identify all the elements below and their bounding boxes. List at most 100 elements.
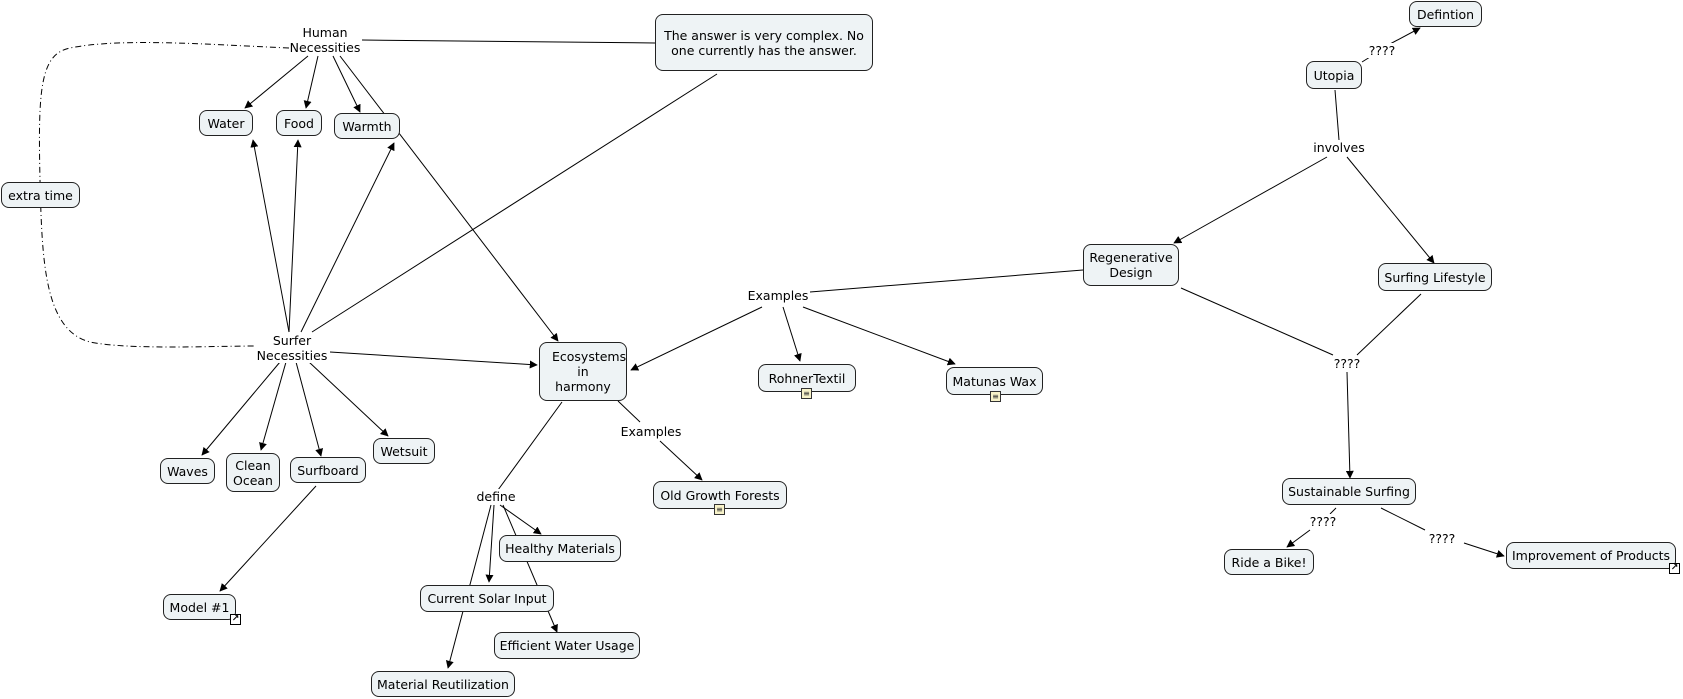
node-ride-bike-text: Ride a Bike! [1231,554,1307,570]
node-water[interactable]: Water [199,110,253,136]
node-utopia[interactable]: Utopia [1306,61,1362,89]
link-involves-regenerative [1173,156,1328,244]
node-efficient-water[interactable]: Efficient Water Usage [494,632,640,659]
link-examples-matunas [802,306,956,366]
link-regenerative-examples [809,269,1084,293]
link-define-efficient [502,504,558,633]
node-improvement-text: Improvement of Products [1511,548,1671,563]
node-sustainable-surfing[interactable]: Sustainable Surfing [1282,478,1416,505]
link-q-defintion [1389,27,1421,45]
model1-link-icon[interactable]: ↗ [230,614,241,625]
link-examples-oldgrowth [659,440,703,481]
node-utopia-text: Utopia [1313,67,1355,83]
link-sustainable-qbike [1329,507,1337,515]
node-sustainable-surfing-text: Sustainable Surfing [1288,484,1410,499]
node-defintion-text: Defintion [1416,6,1475,22]
link-human-ecosystems [339,55,559,342]
node-matunas-text: Matunas Wax [952,373,1037,389]
node-ride-bike[interactable]: Ride a Bike! [1224,549,1314,575]
node-warmth-text: Warmth [342,118,392,134]
question-improve-label[interactable]: ???? [1426,531,1458,546]
link-qbike-bike [1286,529,1311,548]
link-qimprove-improvement [1463,542,1505,558]
node-waves-text: Waves [167,463,208,479]
link-surfer-water [250,139,290,333]
link-examples-ecosystems [630,306,763,371]
link-human-answer [361,39,656,44]
question-mid-label[interactable]: ???? [1331,356,1363,371]
improvement-link-icon[interactable]: ↗ [1669,563,1680,574]
question-bike-label[interactable]: ???? [1307,514,1339,529]
link-define-solar [485,504,495,583]
node-old-growth-text: Old Growth Forests [660,487,780,503]
node-model1[interactable]: Model #1 [163,594,236,620]
human-necessities-label[interactable]: Human Necessities [289,25,361,55]
link-surfer-ecosystems [329,351,538,369]
node-food[interactable]: Food [276,110,322,136]
node-regenerative[interactable]: Regenerative Design [1083,244,1179,286]
link-surfer-answer [311,73,718,333]
node-surfing-lifestyle-text: Surfing Lifestyle [1384,269,1486,285]
link-lifestyle-q [1356,293,1422,356]
link-involves-lifestyle [1346,156,1435,264]
node-surfing-lifestyle[interactable]: Surfing Lifestyle [1378,263,1492,291]
link-surfer-clean-ocean [259,361,287,451]
node-wetsuit[interactable]: Wetsuit [373,438,435,464]
node-rohner[interactable]: RohnerTextil [758,364,856,392]
node-ecosystems[interactable]: Ecosystems in harmony [539,342,627,401]
node-waves[interactable]: Waves [160,458,215,484]
link-examples-rohner [782,306,802,362]
link-ecosystems-define [497,401,563,491]
node-wetsuit-text: Wetsuit [380,443,428,459]
node-ecosystems-text: Ecosystems in harmony [552,349,627,394]
node-regenerative-text: Regenerative Design [1089,250,1173,280]
examples-right-label[interactable]: Examples [747,288,809,303]
node-food-text: Food [284,115,314,131]
node-material-reutil[interactable]: Material Reutilization [371,671,515,697]
define-label[interactable]: define [475,489,517,504]
involves-label[interactable]: involves [1312,140,1366,155]
node-current-solar[interactable]: Current Solar Input [420,585,554,612]
node-surfboard-text: Surfboard [297,462,359,478]
link-surfer-waves [201,361,281,456]
node-healthy-materials[interactable]: Healthy Materials [499,535,621,562]
node-healthy-materials-text: Healthy Materials [505,541,615,556]
link-surfer-wetsuit [308,361,389,437]
node-improvement[interactable]: Improvement of Products [1506,542,1676,569]
link-human-food [303,55,319,109]
link-define-healthy [499,504,542,535]
link-human-warmth [332,55,361,113]
node-current-solar-text: Current Solar Input [427,591,547,606]
link-q-sustainable [1345,371,1354,479]
matunas-resource-icon[interactable]: ≡ [990,391,1001,402]
node-defintion[interactable]: Defintion [1409,1,1482,27]
link-surfer-warmth [300,142,395,333]
node-answer[interactable]: The answer is very complex. No one curre… [655,14,873,71]
node-extra-time-text: extra time [8,187,73,203]
node-warmth[interactable]: Warmth [334,113,400,139]
rohner-resource-icon[interactable]: ≡ [801,388,812,399]
node-extra-time[interactable]: extra time [1,182,80,208]
node-answer-text: The answer is very complex. No one curre… [664,27,864,58]
examples-left-label[interactable]: Examples [620,424,682,439]
link-surfer-food [288,139,302,333]
node-water-text: Water [207,115,245,131]
node-rohner-text: RohnerTextil [768,370,846,386]
surfer-necessities-label[interactable]: Surfer Necessities [254,333,330,363]
link-surfer-surfboard [295,361,324,457]
node-surfboard[interactable]: Surfboard [290,457,366,483]
node-efficient-water-text: Efficient Water Usage [499,638,635,653]
node-material-reutil-text: Material Reutilization [377,676,509,692]
link-utopia-involves [1334,89,1340,141]
link-sustainable-qimprove [1380,507,1426,531]
old-growth-resource-icon[interactable]: ≡ [714,504,725,515]
link-regenerative-q [1180,287,1334,356]
node-clean-ocean[interactable]: Clean Ocean [226,453,280,492]
link-extra-time [38,42,290,348]
question-top-label[interactable]: ???? [1366,43,1398,58]
node-clean-ocean-text: Clean Ocean [233,457,273,488]
link-ecosystems-examples [617,400,641,423]
node-model1-text: Model #1 [169,599,230,615]
